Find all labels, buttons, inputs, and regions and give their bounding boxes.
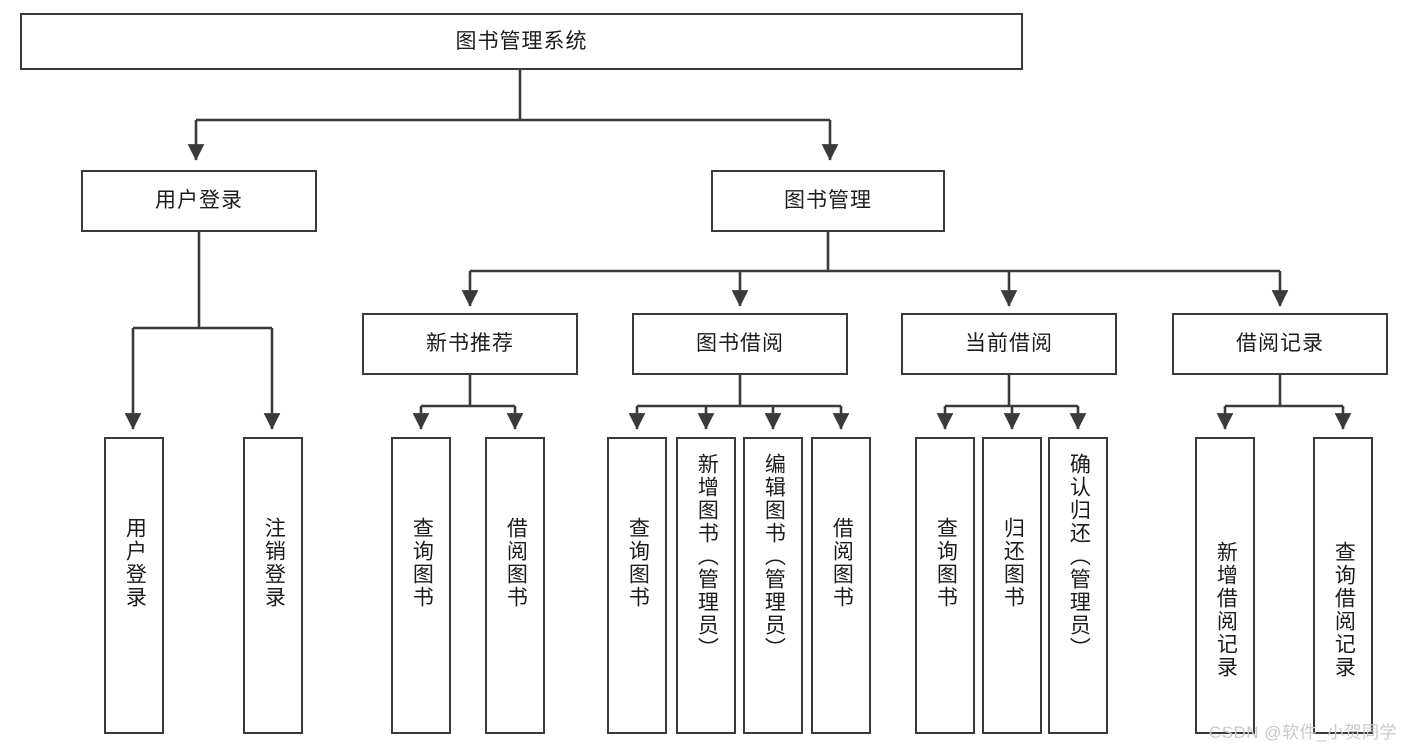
leaf-borrow-query-book[interactable]: 查询图书	[607, 437, 667, 734]
node-label: 注销登录	[262, 517, 286, 609]
node-root-system[interactable]: 图书管理系统	[20, 13, 1023, 70]
leaf-user-login-login[interactable]: 用户登录	[104, 437, 164, 734]
node-label: 查询图书	[410, 517, 434, 609]
leaf-record-add-record[interactable]: 新增借阅记录	[1195, 437, 1255, 734]
leaf-recommend-query-book[interactable]: 查询图书	[391, 437, 451, 734]
leaf-user-login-logout[interactable]: 注销登录	[243, 437, 303, 734]
node-label: 用户登录	[155, 189, 243, 213]
node-user-login[interactable]: 用户登录	[81, 170, 317, 232]
node-label: 图书管理系统	[455, 29, 588, 53]
node-label: 查询图书	[626, 517, 650, 609]
node-label: 归还图书	[1001, 517, 1025, 609]
node-label: 新增借阅记录	[1214, 541, 1238, 679]
leaf-borrow-edit-book-admin[interactable]: 编辑图书（管理员）	[743, 437, 803, 734]
leaf-record-query-record[interactable]: 查询借阅记录	[1313, 437, 1373, 734]
node-label: 编辑图书（管理员）	[762, 453, 786, 660]
leaf-current-query-book[interactable]: 查询图书	[915, 437, 975, 734]
node-label: 图书借阅	[696, 332, 784, 356]
node-new-book-recommend[interactable]: 新书推荐	[362, 313, 578, 375]
node-label: 借阅图书	[504, 517, 528, 609]
leaf-current-confirm-return-admin[interactable]: 确认归还（管理员）	[1048, 437, 1108, 734]
node-label: 借阅图书	[830, 517, 854, 609]
leaf-borrow-add-book-admin[interactable]: 新增图书（管理员）	[676, 437, 736, 734]
csdn-watermark: CSDN @软件_小贺同学	[1208, 723, 1397, 742]
leaf-borrow-borrow-book[interactable]: 借阅图书	[811, 437, 871, 734]
leaf-current-return-book[interactable]: 归还图书	[982, 437, 1042, 734]
node-label: 图书管理	[784, 189, 872, 213]
node-label: 查询借阅记录	[1332, 541, 1356, 679]
node-label: 确认归还（管理员）	[1067, 453, 1091, 660]
node-label: 当前借阅	[965, 332, 1053, 356]
node-borrow-record[interactable]: 借阅记录	[1172, 313, 1388, 375]
node-label: 借阅记录	[1236, 332, 1324, 356]
node-book-borrow[interactable]: 图书借阅	[632, 313, 848, 375]
node-label: 新书推荐	[426, 332, 514, 356]
node-current-borrow[interactable]: 当前借阅	[901, 313, 1117, 375]
leaf-recommend-borrow-book[interactable]: 借阅图书	[485, 437, 545, 734]
node-label: 查询图书	[934, 517, 958, 609]
node-label: 用户登录	[123, 517, 147, 609]
node-book-management[interactable]: 图书管理	[711, 170, 945, 232]
node-label: 新增图书（管理员）	[695, 453, 719, 660]
